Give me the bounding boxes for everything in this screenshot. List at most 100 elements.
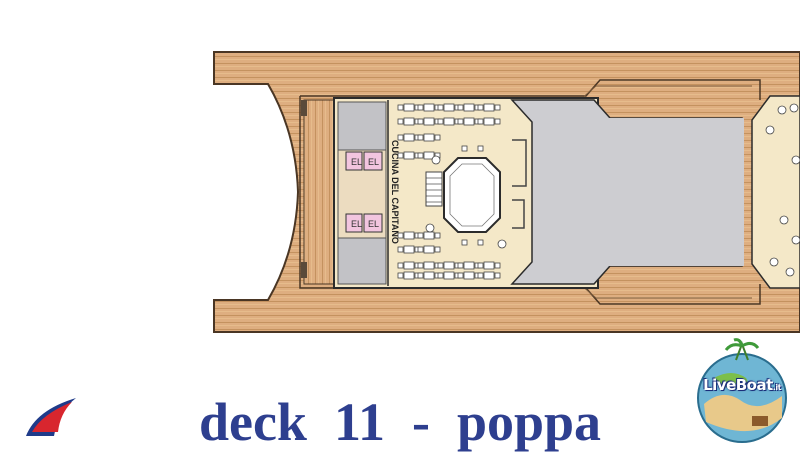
seat	[437, 272, 444, 279]
elevator-4	[363, 213, 383, 233]
seat	[417, 232, 424, 239]
seat	[461, 145, 468, 152]
stair-steps	[425, 171, 443, 207]
table	[483, 261, 495, 270]
bar-counter	[512, 139, 527, 187]
table	[423, 133, 435, 142]
seat	[417, 246, 424, 253]
stair-lines	[426, 177, 442, 203]
table	[483, 117, 495, 126]
seat	[417, 262, 424, 269]
seat	[397, 118, 404, 125]
seat	[477, 104, 484, 111]
seat	[457, 262, 464, 269]
seat	[437, 118, 444, 125]
liveboat-globe-logo-icon: LiveBoat.it	[692, 338, 792, 450]
seat	[437, 104, 444, 111]
elevator-2	[363, 151, 383, 171]
elevator-label-4: EL	[368, 219, 379, 229]
table	[403, 245, 415, 254]
seat	[397, 232, 404, 239]
table	[403, 231, 415, 240]
seat	[417, 152, 424, 159]
seat	[417, 272, 424, 279]
table	[463, 271, 475, 280]
table	[403, 133, 415, 142]
table	[423, 271, 435, 280]
seat	[477, 262, 484, 269]
table	[463, 103, 475, 112]
seat	[461, 239, 468, 246]
round-table	[431, 155, 441, 165]
seat	[494, 104, 501, 111]
table	[403, 261, 415, 270]
seat	[397, 272, 404, 279]
seat	[434, 246, 441, 253]
round-table	[425, 223, 435, 233]
seat	[437, 262, 444, 269]
table	[463, 117, 475, 126]
elevator-label-3: EL	[351, 219, 362, 229]
elevator-3	[345, 213, 363, 233]
seat	[417, 104, 424, 111]
seat	[417, 134, 424, 141]
table	[443, 117, 455, 126]
seat	[434, 134, 441, 141]
service-block-top	[337, 101, 387, 151]
table	[403, 151, 415, 160]
seat	[477, 145, 484, 152]
seat	[397, 134, 404, 141]
seat	[434, 232, 441, 239]
seat	[494, 272, 501, 279]
bar-counter-2	[512, 199, 525, 229]
table	[483, 271, 495, 280]
buffet-island-inner	[449, 163, 495, 227]
seat	[477, 239, 484, 246]
elevator-label-1: EL	[351, 157, 362, 167]
open-deck-extension	[594, 118, 744, 266]
bollard-top	[301, 100, 307, 116]
seat	[417, 118, 424, 125]
restaurant-seating	[397, 103, 507, 280]
table	[423, 151, 435, 160]
seat	[457, 118, 464, 125]
seat	[457, 104, 464, 111]
service-block-bottom	[337, 237, 387, 285]
forward-tables	[765, 103, 800, 277]
table	[423, 261, 435, 270]
table	[463, 261, 475, 270]
table	[423, 245, 435, 254]
table	[443, 261, 455, 270]
bollard-bottom	[301, 262, 307, 278]
seat	[457, 272, 464, 279]
table	[423, 231, 435, 240]
table	[403, 117, 415, 126]
seat	[494, 118, 501, 125]
deck-caption: deck 11 - poppa	[198, 392, 602, 452]
seat	[397, 262, 404, 269]
seat	[397, 246, 404, 253]
liveboat-wordmark: LiveBoat.it	[703, 376, 781, 394]
buffet-island	[443, 157, 501, 233]
seat	[397, 104, 404, 111]
table	[403, 103, 415, 112]
elevator-1	[345, 151, 363, 171]
aft-deck-strip	[303, 99, 335, 285]
seat	[494, 262, 501, 269]
galley-label: CUCINA DEL CAPITANO	[390, 140, 400, 244]
forward-lounge	[751, 95, 800, 289]
seat	[397, 152, 404, 159]
round-table	[497, 239, 507, 249]
carnival-funnel-logo-icon	[14, 392, 84, 437]
table	[423, 117, 435, 126]
elevator-label-2: EL	[368, 157, 379, 167]
seat	[477, 272, 484, 279]
seat	[477, 118, 484, 125]
table	[443, 103, 455, 112]
table	[403, 271, 415, 280]
table	[483, 103, 495, 112]
table	[423, 103, 435, 112]
table	[443, 271, 455, 280]
